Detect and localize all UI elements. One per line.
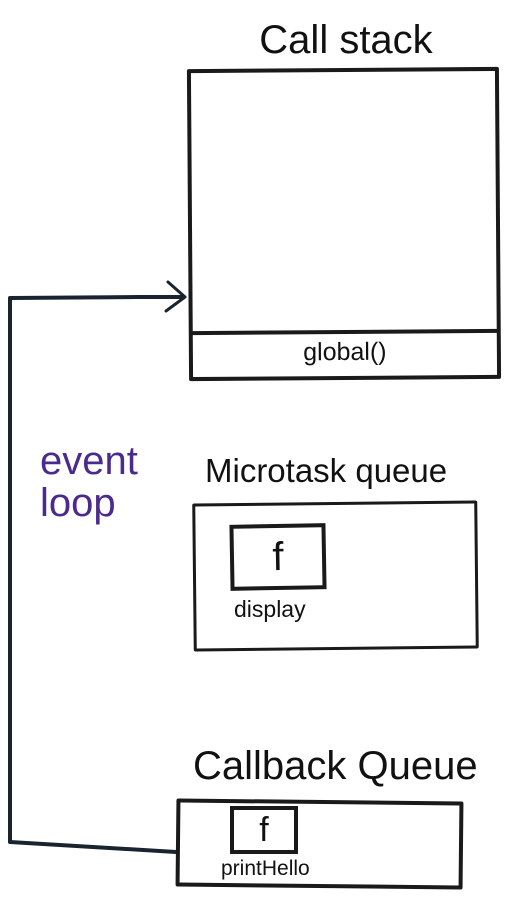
callback-queue-box: [175, 798, 464, 890]
callback-function-box: f: [230, 806, 298, 854]
call-stack-frame-divider: [190, 328, 499, 336]
event-loop-label-line2: loop: [40, 481, 116, 525]
event-loop-label-line1: event: [40, 439, 138, 483]
microtask-function-box: f: [229, 523, 327, 591]
event-loop-label: event loop: [40, 440, 138, 524]
call-stack-frame-global: global(): [303, 337, 387, 367]
event-loop-arrowhead: [164, 280, 187, 313]
call-stack-box: global(): [186, 66, 502, 382]
event-loop-path: [8, 295, 184, 854]
callback-function-caption: printHello: [221, 857, 310, 880]
call-stack-title: Call stack: [259, 18, 433, 62]
callback-queue-title: Callback Queue: [193, 744, 478, 788]
microtask-queue-title: Microtask queue: [205, 452, 448, 489]
microtask-function-caption: display: [234, 596, 306, 622]
